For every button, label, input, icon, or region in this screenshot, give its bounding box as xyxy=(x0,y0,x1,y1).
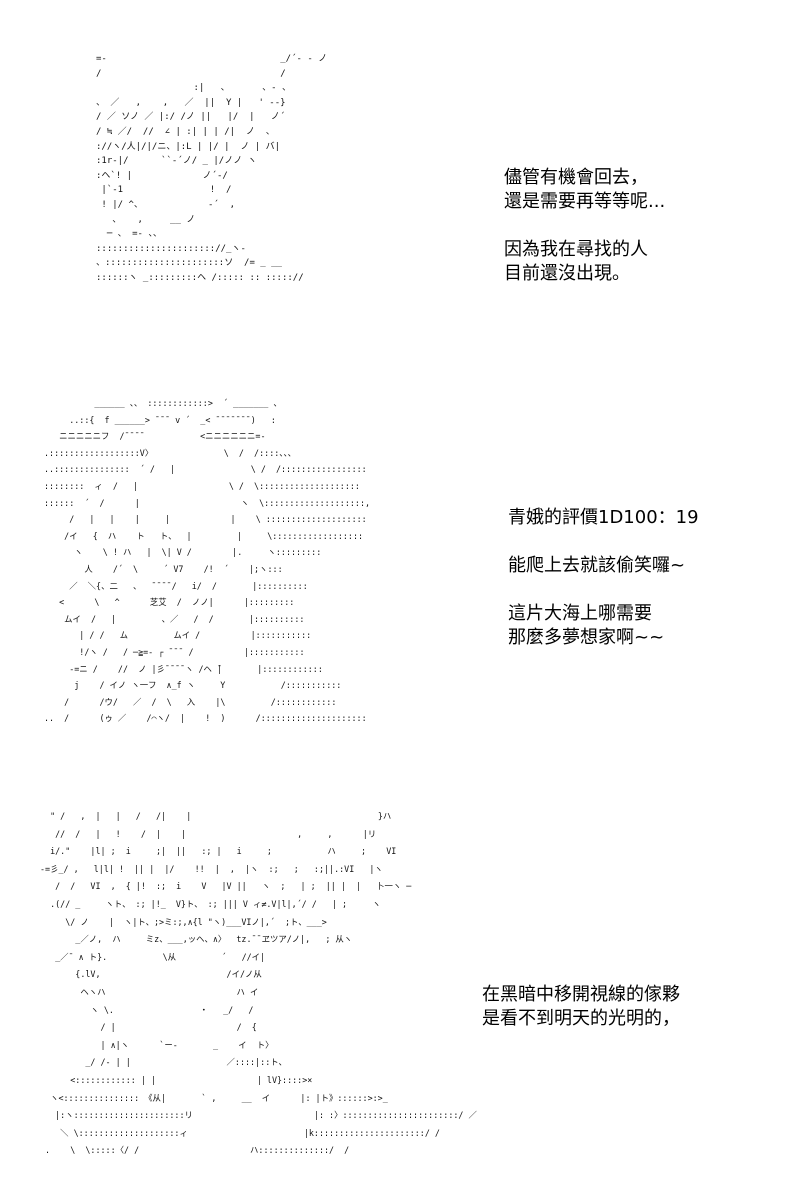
panel-1: =- _/´- ‐ ノ / / :| 、 、- 、 、 ／ , , ／ || Y… xyxy=(0,0,800,380)
caption-line: 在黑暗中移開視線的傢夥 xyxy=(482,984,680,1005)
caption-line: 因為我在尋找的人 xyxy=(504,239,648,260)
caption-line: 那麼多夢想家啊~~ xyxy=(508,627,665,648)
caption-line: 是看不到明天的光明的， xyxy=(482,1008,680,1029)
caption-1: 儘管有機會回去， 還是需要再等等呢... 因為我在尋找的人 目前還沒出現。 xyxy=(504,166,665,286)
caption-line: 這片大海上哪需要 xyxy=(508,603,652,624)
caption-line: 儘管有機會回去， xyxy=(504,167,648,188)
caption-2: 青娥的評價1D100：19 能爬上去就該偷笑囉~ 這片大海上哪需要 那麼多夢想家… xyxy=(508,506,699,650)
ascii-art-character-3: " / , | | / /| | }ハ // / | ! / | | , , |… xyxy=(40,811,477,1156)
panel-3: " / , | | / /| | }ハ // / | ! / | | , , |… xyxy=(0,790,800,1200)
panel-2: ______ 、、 ::::::::::::> ´ _______ 、 ..::… xyxy=(0,380,800,790)
caption-3: 在黑暗中移開視線的傢夥 是看不到明天的光明的， xyxy=(482,983,680,1031)
caption-line: 青娥的評價1D100：19 xyxy=(508,507,699,528)
ascii-art-character-1: =- _/´- ‐ ノ / / :| 、 、- 、 、 ／ , , ／ || Y… xyxy=(96,54,328,283)
caption-line: 目前還沒出現。 xyxy=(504,263,630,284)
caption-line: 還是需要再等等呢... xyxy=(504,191,666,212)
ascii-art-character-2: ______ 、、 ::::::::::::> ´ _______ 、 ..::… xyxy=(44,398,371,724)
caption-line: 能爬上去就該偷笑囉~ xyxy=(508,555,686,576)
